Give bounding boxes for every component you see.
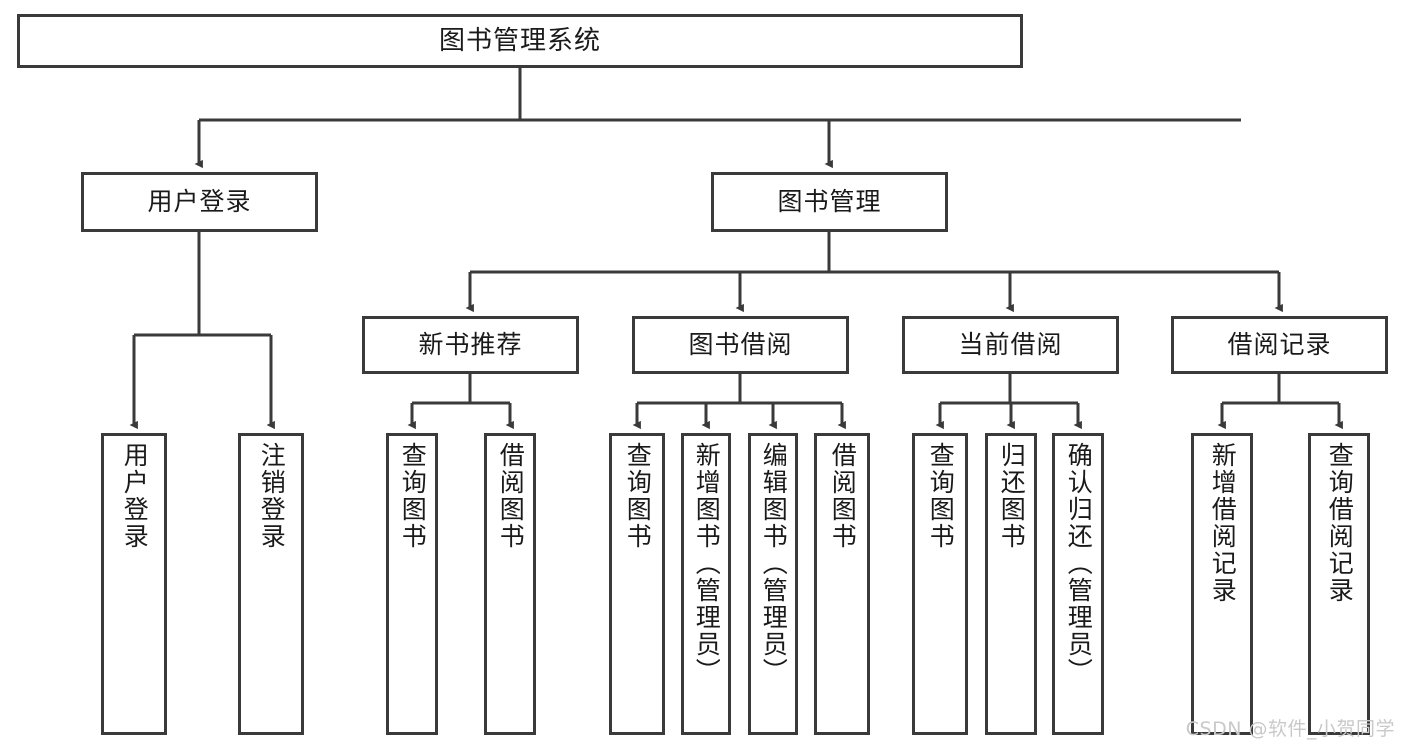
node-label: 归还图书: [997, 442, 1027, 550]
node-label: 借阅图书: [496, 442, 526, 550]
node-level3-book-borrow[interactable]: 图书借阅: [632, 316, 849, 374]
node-label: 借阅图书: [828, 442, 858, 550]
node-label: 确认归还（管理员）: [1064, 442, 1094, 685]
node-label: 查询图书: [623, 442, 653, 550]
node-label: 新增图书（管理员）: [692, 442, 722, 685]
node-label: 注销登录: [257, 442, 287, 550]
node-label: 查询图书: [398, 442, 428, 550]
node-leaf-query-borrow-record[interactable]: 查询借阅记录: [1308, 433, 1370, 735]
node-root[interactable]: 图书管理系统: [17, 14, 1023, 68]
node-leaf-query-book-recommend[interactable]: 查询图书: [386, 433, 438, 735]
node-leaf-return-book[interactable]: 归还图书: [985, 433, 1037, 735]
node-label: 编辑图书（管理员）: [759, 442, 789, 685]
node-leaf-user-login[interactable]: 用户登录: [101, 433, 167, 735]
node-leaf-edit-book-admin[interactable]: 编辑图书（管理员）: [748, 433, 798, 735]
node-label: 图书管理: [777, 187, 882, 217]
node-level2-book-management[interactable]: 图书管理: [711, 172, 948, 232]
watermark: CSDN @软件_小贺同学: [1185, 718, 1395, 740]
node-root-label: 图书管理系统: [438, 25, 601, 56]
node-label: 用户登录: [147, 187, 252, 217]
node-leaf-borrow-book[interactable]: 借阅图书: [814, 433, 870, 735]
node-label: 借阅记录: [1227, 330, 1332, 360]
node-level3-borrow-record[interactable]: 借阅记录: [1171, 316, 1388, 374]
node-leaf-query-book-borrow[interactable]: 查询图书: [609, 433, 665, 735]
node-label: 新书推荐: [418, 330, 523, 360]
node-label: 查询图书: [926, 442, 956, 550]
node-label: 当前借阅: [958, 330, 1063, 360]
node-leaf-add-book-admin[interactable]: 新增图书（管理员）: [681, 433, 731, 735]
node-leaf-logout[interactable]: 注销登录: [238, 433, 304, 735]
node-leaf-confirm-return-admin[interactable]: 确认归还（管理员）: [1052, 433, 1104, 735]
node-leaf-query-book-current[interactable]: 查询图书: [912, 433, 968, 735]
node-label: 新增借阅记录: [1208, 442, 1238, 604]
node-leaf-add-borrow-record[interactable]: 新增借阅记录: [1191, 433, 1253, 735]
node-label: 图书借阅: [688, 330, 793, 360]
node-level3-new-book-recommend[interactable]: 新书推荐: [362, 316, 579, 374]
node-label: 查询借阅记录: [1325, 442, 1355, 604]
node-leaf-borrow-book-recommend[interactable]: 借阅图书: [484, 433, 536, 735]
node-label: 用户登录: [120, 442, 150, 550]
node-level3-current-borrow[interactable]: 当前借阅: [902, 316, 1119, 374]
node-level2-user-login[interactable]: 用户登录: [81, 172, 318, 232]
